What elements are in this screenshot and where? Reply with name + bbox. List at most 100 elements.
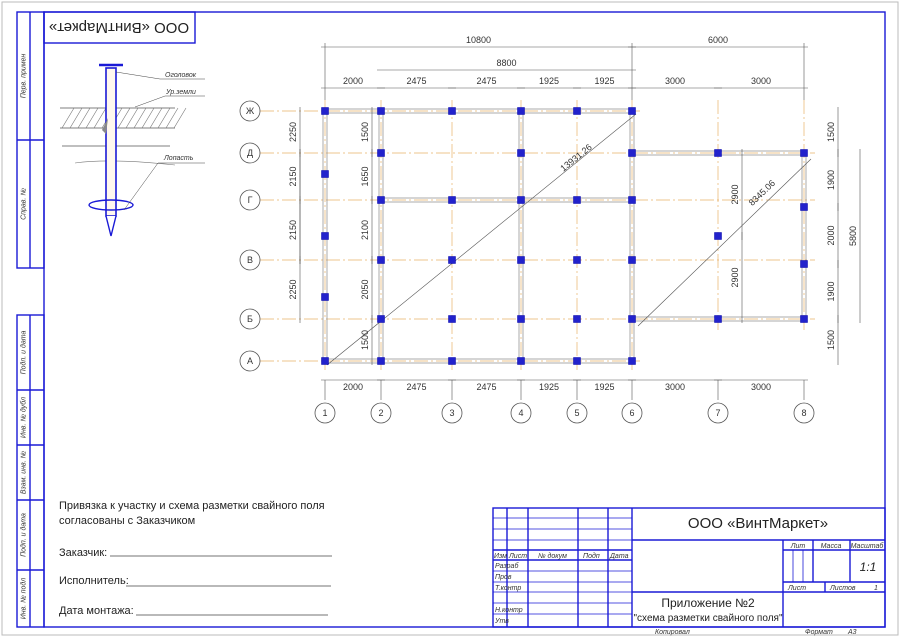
axis-col-label: 2 (378, 408, 383, 418)
drawing-frame (43, 11, 886, 628)
hatch-line (117, 107, 131, 129)
customer-label: Заказчик: (59, 547, 107, 559)
lit-label: Лит (790, 543, 806, 550)
axis-bubble (510, 402, 532, 424)
pile-marker (377, 357, 385, 365)
role-label: Пров (495, 574, 512, 581)
pile-marker (714, 315, 722, 323)
dimension-label: 2250 (288, 279, 298, 299)
agreement-block: Привязка к участку и схема разметки свай… (59, 500, 332, 617)
pile-marker (573, 196, 581, 204)
pile-marker (628, 107, 636, 115)
dimension-label: 1500 (826, 330, 836, 350)
role-label: Т.контр (495, 585, 521, 592)
dimension-label: 1500 (360, 122, 370, 142)
dimension-label: 1925 (594, 76, 614, 86)
diagonal-label: 13931.26 (558, 142, 593, 173)
axis-bubble (314, 402, 336, 424)
dimension-label: 1925 (539, 382, 559, 392)
dimension-label: 1900 (826, 170, 836, 190)
pile-marker (377, 196, 385, 204)
hatch-line (85, 107, 99, 129)
dimension-label: 1500 (360, 330, 370, 350)
axis-bubble (239, 142, 261, 164)
axis-bubble (793, 402, 815, 424)
dimension-label: 1500 (826, 122, 836, 142)
pile-marker (377, 107, 385, 115)
pile-marker (628, 196, 636, 204)
format-label: Формат (805, 629, 833, 636)
scale-label: Масштаб (851, 542, 885, 550)
pile-marker (377, 149, 385, 157)
side-stamp-label: Подп. и дата (19, 330, 27, 374)
pile-marker (628, 357, 636, 365)
dimension-label: 2150 (288, 220, 298, 240)
hatch-line (125, 107, 139, 129)
diagonal-label: 8345.06 (747, 178, 777, 208)
pile-marker (517, 107, 525, 115)
dimension-label: 2475 (406, 76, 426, 86)
document-title: Приложение №2 (661, 596, 755, 610)
side-stamp-label: Подп. и дата (19, 513, 27, 557)
pile-marker (321, 357, 329, 365)
pile-marker (517, 196, 525, 204)
hatch-line (165, 107, 179, 129)
column-header: Подп (583, 552, 600, 560)
diagonal-line (637, 158, 812, 327)
axis-row-label: Б (247, 314, 253, 324)
axis-bubble (441, 402, 463, 424)
dimension-label: 1925 (539, 76, 559, 86)
pile-marker (628, 315, 636, 323)
axis-bubble (566, 402, 588, 424)
pile-detail: Оголовок Ур.земли Лопасть (60, 63, 205, 237)
dimension-label: 8800 (496, 58, 516, 68)
hatch-line (173, 107, 187, 129)
dimension-label: 5800 (848, 226, 858, 246)
side-stamp-label: Инв. № дубл (19, 397, 27, 438)
role-label: Утв (494, 618, 509, 625)
hatch-line (157, 107, 171, 129)
pile-marker (321, 232, 329, 240)
axis-bubble (239, 189, 261, 211)
hatch-line (61, 107, 75, 129)
pile-marker (628, 149, 636, 157)
pile-marker (573, 256, 581, 264)
sheet-label: Лист (787, 585, 806, 592)
company-name-rotated: ООО «ВинтМаркет» (49, 19, 189, 36)
dimension-label: 3000 (665, 76, 685, 86)
dimension-label: 2900 (730, 184, 740, 204)
pile-marker (448, 107, 456, 115)
pile-marker (321, 107, 329, 115)
axis-col-label: 5 (574, 408, 579, 418)
hatch-line (77, 107, 91, 129)
dimension-label: 3000 (751, 382, 771, 392)
pile-marker (448, 315, 456, 323)
side-stamp-label: Инв. № подл (19, 578, 27, 620)
hatch-line (149, 107, 163, 129)
dimension-label: 2900 (730, 267, 740, 287)
dimension-label: 2475 (476, 76, 496, 86)
pile-marker (714, 149, 722, 157)
label-ground-level: Ур.земли (165, 89, 196, 96)
sheets-count: 1 (874, 585, 878, 592)
dimension-label: 2475 (406, 382, 426, 392)
pile-marker (517, 357, 525, 365)
side-stamp-label: Перв. примен (20, 54, 27, 99)
axis-bubble (239, 308, 261, 330)
title-company: ООО «ВинтМаркет» (688, 515, 828, 532)
scale-value: 1:1 (860, 560, 877, 574)
dimension-label: 2000 (826, 225, 836, 245)
label-blade: Лопасть (163, 155, 194, 162)
side-stamp-label: Взам. инв. № (20, 450, 27, 494)
pile-marker (377, 315, 385, 323)
axis-col-label: 1 (322, 408, 327, 418)
dimension-label: 2000 (343, 76, 363, 86)
dimension-label: 2100 (360, 220, 370, 240)
pile-marker (517, 256, 525, 264)
pile-marker (448, 256, 456, 264)
axis-col-label: 8 (801, 408, 806, 418)
axis-row-label: Г (248, 195, 253, 205)
dimension-label: 6000 (708, 35, 728, 45)
copied-label: Копировал (655, 629, 690, 636)
